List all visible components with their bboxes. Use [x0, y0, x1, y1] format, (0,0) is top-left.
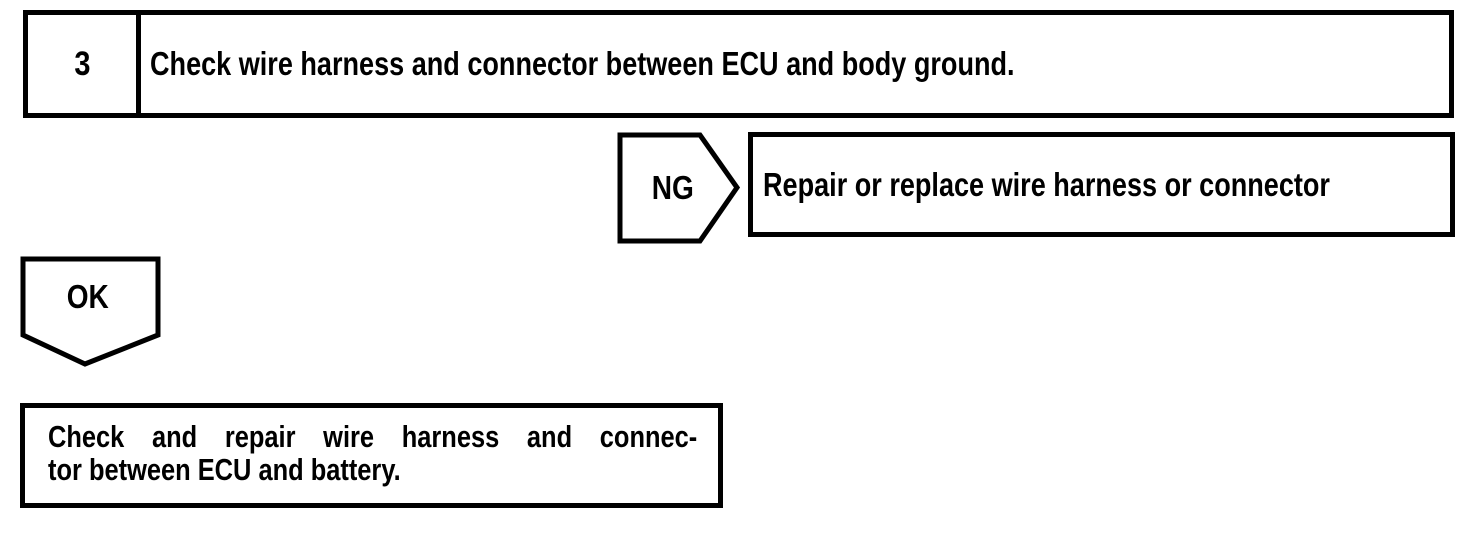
ok-connector: OK — [20, 256, 161, 368]
step-instruction: Check wire harness and connector between… — [150, 45, 1015, 82]
result-line-1: Check and repair wire harness and connec… — [48, 419, 698, 454]
ng-pentagon-icon — [617, 132, 741, 244]
result-line-2: tor between ECU and battery. — [48, 452, 401, 487]
ng-label: NG — [651, 169, 695, 206]
ng-arrow-shape — [617, 132, 741, 244]
ok-label: OK — [66, 278, 110, 315]
ng-connector: NG — [617, 132, 741, 244]
ng-action-text: Repair or replace wire harness or connec… — [763, 165, 1330, 203]
result-box: Check and repair wire harness and connec… — [20, 403, 723, 508]
step-number-cell: 3 — [28, 15, 141, 113]
ok-pentagon-icon — [20, 256, 161, 367]
step-number: 3 — [73, 44, 91, 83]
ok-arrow-shape — [20, 256, 161, 367]
step-box: 3 Check wire harness and connector betwe… — [23, 10, 1454, 118]
ng-action-box: Repair or replace wire harness or connec… — [748, 132, 1455, 237]
step-instruction-cell: Check wire harness and connector between… — [141, 15, 1449, 113]
